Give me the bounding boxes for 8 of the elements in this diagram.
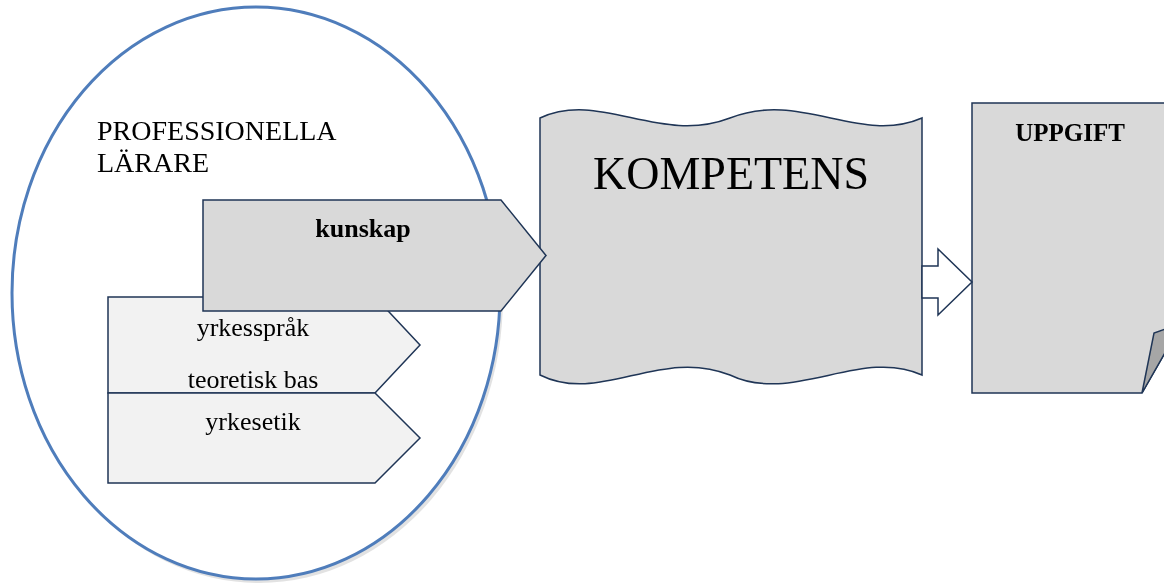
node-label: yrkesetik — [204, 407, 302, 437]
node-label: teoretisk bas — [186, 365, 320, 395]
node-label: UPPGIFT — [1014, 119, 1126, 148]
node-label: KOMPETENS — [592, 148, 870, 201]
block-arrow — [921, 247, 974, 317]
node-label: yrkesspråk — [195, 313, 311, 343]
node-label: kunskap — [314, 214, 412, 244]
ellipse-heading: PROFESSIONELLA LÄRARE — [97, 115, 337, 180]
